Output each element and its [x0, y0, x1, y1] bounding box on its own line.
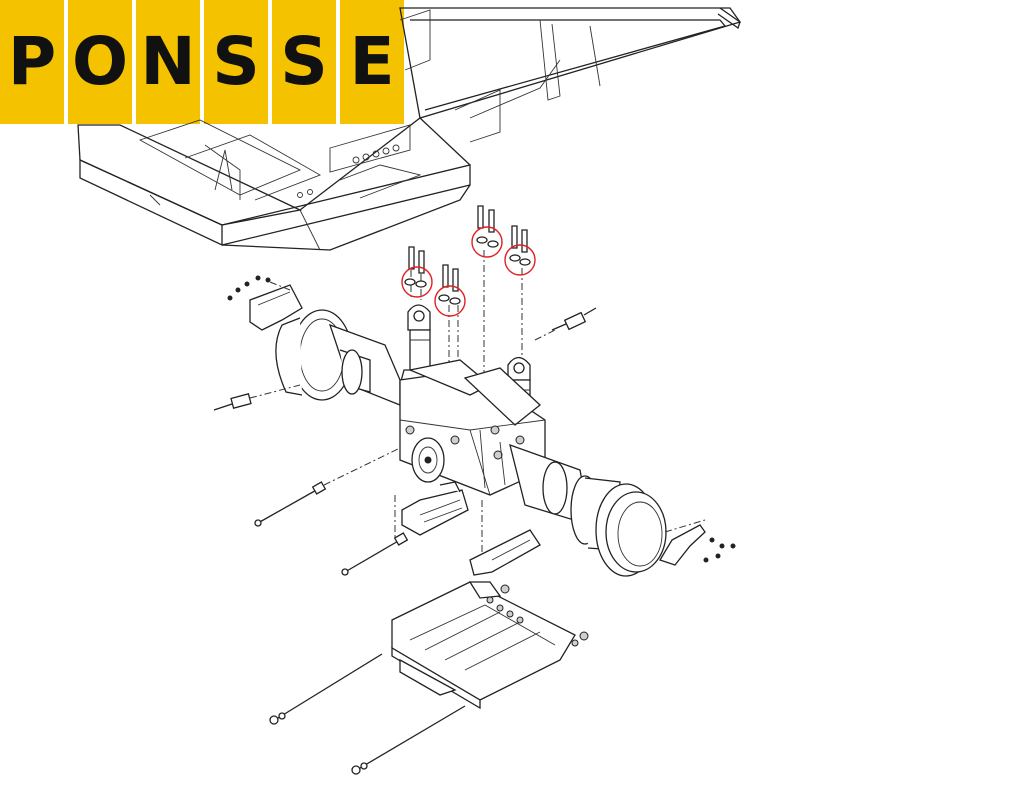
axle-left-tube — [276, 310, 400, 405]
logo-letter-n: N — [136, 0, 200, 124]
bolt-group-mid-left — [439, 265, 460, 440]
logo-letter-p: P — [0, 0, 64, 124]
highlight-circles — [402, 227, 535, 316]
highlight-washer-3 — [472, 227, 502, 257]
bolt-group-right — [510, 226, 530, 365]
logo-letter-s1: S — [204, 0, 268, 124]
skid-plate — [392, 582, 588, 708]
machine-frame — [78, 8, 740, 250]
highlight-washer-2 — [435, 286, 465, 316]
pin-right — [535, 308, 596, 340]
pin-left — [214, 385, 300, 410]
bolt-group-mid-right — [477, 206, 498, 375]
logo-letter-e: E — [340, 0, 404, 124]
bolt-group-left — [405, 247, 426, 300]
highlight-washer-1 — [402, 267, 432, 297]
shield-left-small — [395, 482, 468, 540]
side-bracket-right — [660, 520, 735, 565]
shield-right-small — [470, 500, 540, 575]
side-bracket-left — [228, 276, 302, 330]
differential-housing — [400, 360, 545, 495]
highlight-washer-4 — [505, 245, 535, 275]
logo-letter-s2: S — [272, 0, 336, 124]
axle-right-tube — [510, 445, 666, 576]
logo-letter-o: O — [68, 0, 132, 124]
long-bolts-middle — [255, 448, 407, 575]
ponsse-logo: P O N S S E — [0, 0, 408, 124]
long-bolts-bottom — [270, 654, 465, 774]
